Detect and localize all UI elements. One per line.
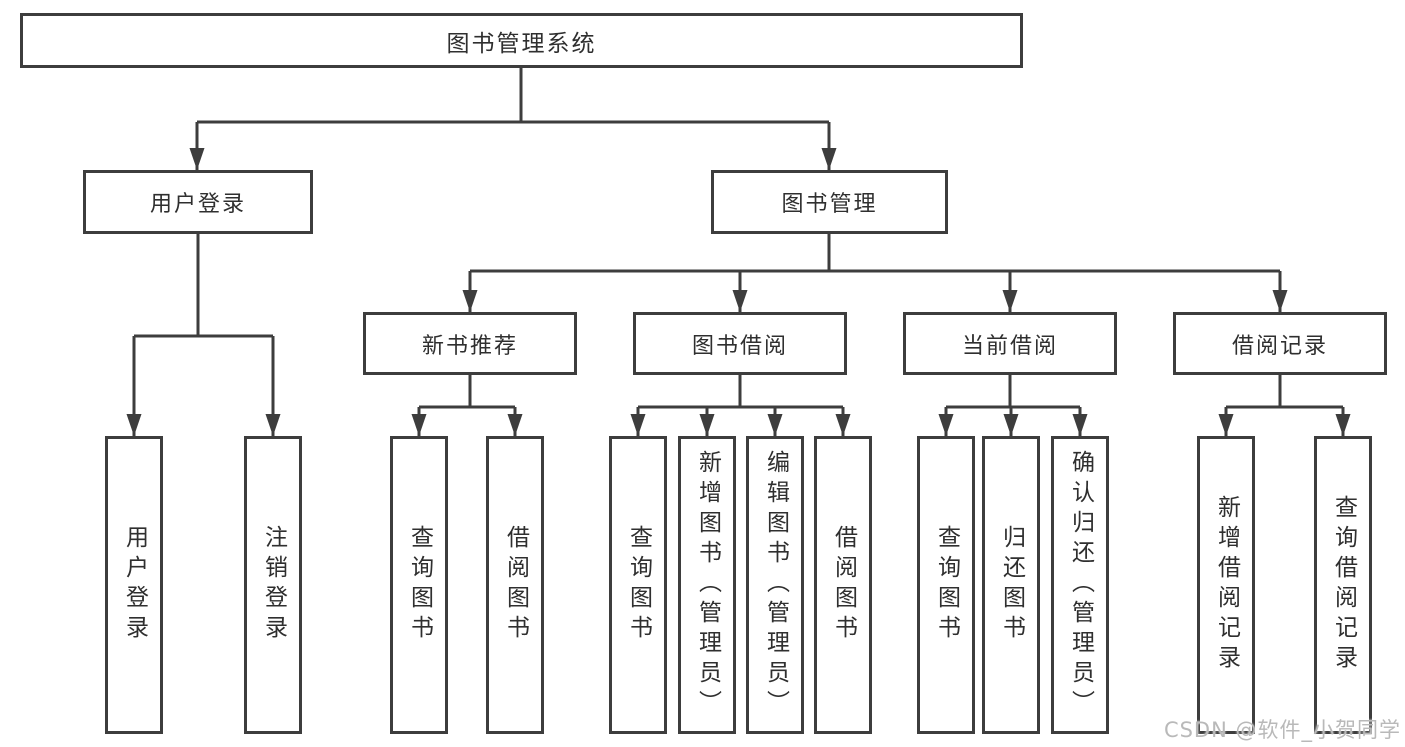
node-label: 编辑图书（管理员） <box>762 450 789 720</box>
leaf-query-books-recommend: 查询图书 <box>390 436 448 734</box>
node-label: 查询借阅记录 <box>1330 495 1357 675</box>
leaf-return-books: 归还图书 <box>982 436 1040 734</box>
node-label: 新增图书（管理员） <box>694 450 721 720</box>
leaf-borrow-books-borrowing: 借阅图书 <box>814 436 872 734</box>
leaf-add-books-admin: 新增图书（管理员） <box>678 436 736 734</box>
leaf-query-books-borrowing: 查询图书 <box>609 436 667 734</box>
node-label: 新增借阅记录 <box>1213 495 1240 675</box>
connector-current-borrow-split <box>938 375 1088 436</box>
node-label: 借阅记录 <box>1231 333 1328 359</box>
connector-root-split <box>189 68 837 170</box>
node-library-system: 图书管理系统 <box>20 13 1023 68</box>
connector-new-book-split <box>411 375 523 436</box>
node-user-login: 用户登录 <box>83 170 313 234</box>
node-label: 用户登录 <box>121 525 148 645</box>
leaf-edit-books-admin: 编辑图书（管理员） <box>746 436 804 734</box>
node-label: 图书管理 <box>781 192 878 217</box>
node-label: 借阅图书 <box>830 525 857 645</box>
node-label: 新书推荐 <box>421 333 518 359</box>
node-label: 确认归还（管理员） <box>1067 450 1094 720</box>
watermark: CSDN @软件_小贺同学 <box>1163 718 1401 742</box>
leaf-query-books-current: 查询图书 <box>917 436 975 734</box>
node-label: 归还图书 <box>998 525 1025 645</box>
connector-book-management-split <box>462 234 1288 312</box>
leaf-confirm-return-admin: 确认归还（管理员） <box>1051 436 1109 734</box>
leaf-borrow-books-recommend: 借阅图书 <box>486 436 544 734</box>
leaf-add-borrow-record: 新增借阅记录 <box>1197 436 1255 734</box>
connector-user-login-split <box>126 234 281 436</box>
node-label: 借阅图书 <box>502 525 529 645</box>
leaf-logout-login: 注销登录 <box>244 436 302 734</box>
node-label: 图书借阅 <box>691 333 788 359</box>
node-book-borrowing: 图书借阅 <box>633 312 847 375</box>
node-label: 注销登录 <box>260 525 287 645</box>
node-label: 查询图书 <box>625 525 652 645</box>
connector-borrow-records-split <box>1218 375 1351 436</box>
node-label: 查询图书 <box>406 525 433 645</box>
node-current-borrowing: 当前借阅 <box>903 312 1117 375</box>
leaf-user-login: 用户登录 <box>105 436 163 734</box>
node-label: 用户登录 <box>149 192 246 217</box>
node-label: 查询图书 <box>933 525 960 645</box>
connector-book-borrow-split <box>630 375 851 436</box>
leaf-query-borrow-record: 查询借阅记录 <box>1314 436 1372 734</box>
node-label: 当前借阅 <box>961 333 1058 359</box>
node-book-management: 图书管理 <box>711 170 948 234</box>
node-new-book-recommend: 新书推荐 <box>363 312 577 375</box>
node-label: 图书管理系统 <box>446 30 597 57</box>
node-borrowing-records: 借阅记录 <box>1173 312 1387 375</box>
